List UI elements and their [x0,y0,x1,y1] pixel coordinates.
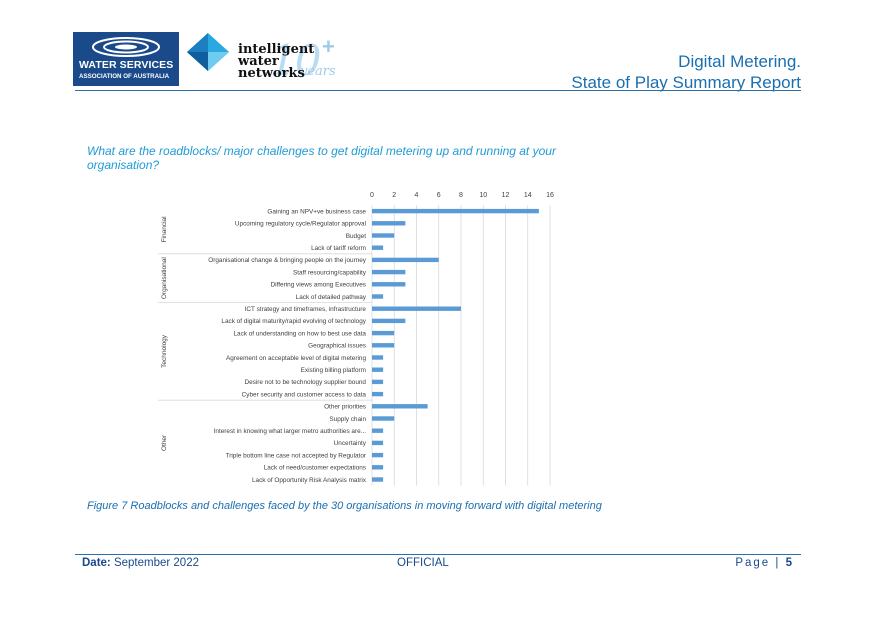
bar [372,233,395,238]
category-label: Lack of Opportunity Risk Analysis matrix [252,477,367,484]
footer-date-value: September 2022 [110,557,199,569]
bar [372,269,406,275]
iwn-logo-text: intelligent water networks [238,42,315,81]
bar [372,416,395,421]
bar [372,379,384,385]
x-tick-label: 0 [370,192,374,199]
iwn-plus: + [322,34,335,59]
iwn-line1: intelligent [238,42,315,57]
category-label: Lack of detailed pathway [296,294,367,301]
group-label: Other [161,434,168,451]
bar [372,404,428,409]
x-tick-label: 16 [546,192,554,199]
x-tick-label: 12 [502,192,510,199]
category-label: Lack of digital maturity/rapid evolving … [221,318,366,325]
roadblocks-bar-chart: 0 2 4 6 8 10 12 14 16 FinancialOrganisationalTec… [158,192,554,486]
wsaa-subname: ASSOCIATION OF AUSTRALIA [79,73,170,80]
chart-gridlines [371,205,551,486]
category-label: Lack of need/customer expectations [264,465,366,472]
survey-question: What are the roadblocks/ major challenge… [87,144,556,172]
x-tick-label: 10 [479,192,487,199]
category-label: Lack of tariff reform [311,245,366,252]
category-label: Staff resourcing/capability [293,269,367,276]
bar [372,355,384,360]
category-label: Differing views among Executives [271,282,366,289]
wsaa-logo: WATER SERVICES ASSOCIATION OF AUSTRALIA [73,32,179,86]
bar [372,208,539,214]
category-label: ICT strategy and timeframes, infrastruct… [245,306,367,313]
water-drop-icon [92,37,160,57]
bar [372,428,384,433]
bar [372,343,395,348]
group-label: Organisational [161,257,168,299]
category-label: Triple bottom line case not accepted by … [226,452,367,459]
iwn-line2: water [238,54,279,69]
bar [372,330,395,336]
category-label: Agreement on acceptable level of digital… [226,355,366,362]
category-label: Uncertainty [334,440,367,447]
iwn-years-word: years [300,64,336,79]
x-tick-label: 14 [524,192,532,199]
bar [372,440,384,446]
footer-divider [75,554,801,555]
category-label: Budget [346,233,366,240]
footer-page: Page | 5 [735,557,794,569]
wsaa-name: WATER SERVICES [79,59,174,71]
report-title-line1: Digital Metering. [678,52,801,71]
category-label: Other priorities [324,404,366,411]
bar [372,221,406,226]
footer-date-label: Date: [82,557,111,569]
category-label: Supply chain [329,416,366,423]
category-label: Interest in knowing what larger metro au… [214,428,367,435]
bar [372,245,384,250]
footer-date: Date: September 2022 [82,557,199,569]
category-label: Organisational change & bringing people … [208,257,367,264]
chart-bars [372,208,539,482]
bar [372,282,406,287]
bar [372,318,406,324]
figure-caption: Figure 7 Roadblocks and challenges faced… [87,500,602,512]
chart-x-ticks: 0 2 4 6 8 10 12 14 16 [370,192,554,199]
category-label: Existing billing platform [301,367,366,374]
category-label: Lack of understanding on how to best use… [233,330,366,337]
chart-group-separators [158,253,372,401]
report-title-line2: State of Play Summary Report [571,73,801,92]
footer-page-label: Page | [735,557,786,569]
footer-classification: OFFICIAL [397,557,449,569]
report-title: Digital Metering. State of Play Summary … [571,51,801,93]
bar [372,452,384,458]
iwn-diamond-icon [187,33,229,71]
bar [372,391,384,397]
bar [372,367,384,372]
bar [372,477,384,482]
chart-category-labels: Gaining an NPV+ve business caseUpcoming … [208,208,367,483]
category-label: Desire not to be technology supplier bou… [244,379,366,386]
group-label: Financial [161,216,168,243]
bar [372,294,384,299]
group-label: Technology [161,334,168,368]
bar [372,257,439,263]
x-tick-label: 6 [437,192,441,199]
category-label: Upcoming regulatory cycle/Regulator appr… [235,221,366,228]
footer-page-number: 5 [785,557,794,569]
category-label: Geographical issues [308,343,366,350]
bar [372,465,384,470]
x-tick-label: 2 [392,192,396,199]
category-label: Cyber security and customer access to da… [242,391,367,398]
iwn-line3: networks [238,66,305,81]
x-tick-label: 8 [459,192,463,199]
header-divider [75,90,801,91]
iwn-years-number: 10 [270,36,321,85]
category-label: Gaining an NPV+ve business case [267,208,366,215]
bar [372,306,461,311]
x-tick-label: 4 [415,192,419,199]
